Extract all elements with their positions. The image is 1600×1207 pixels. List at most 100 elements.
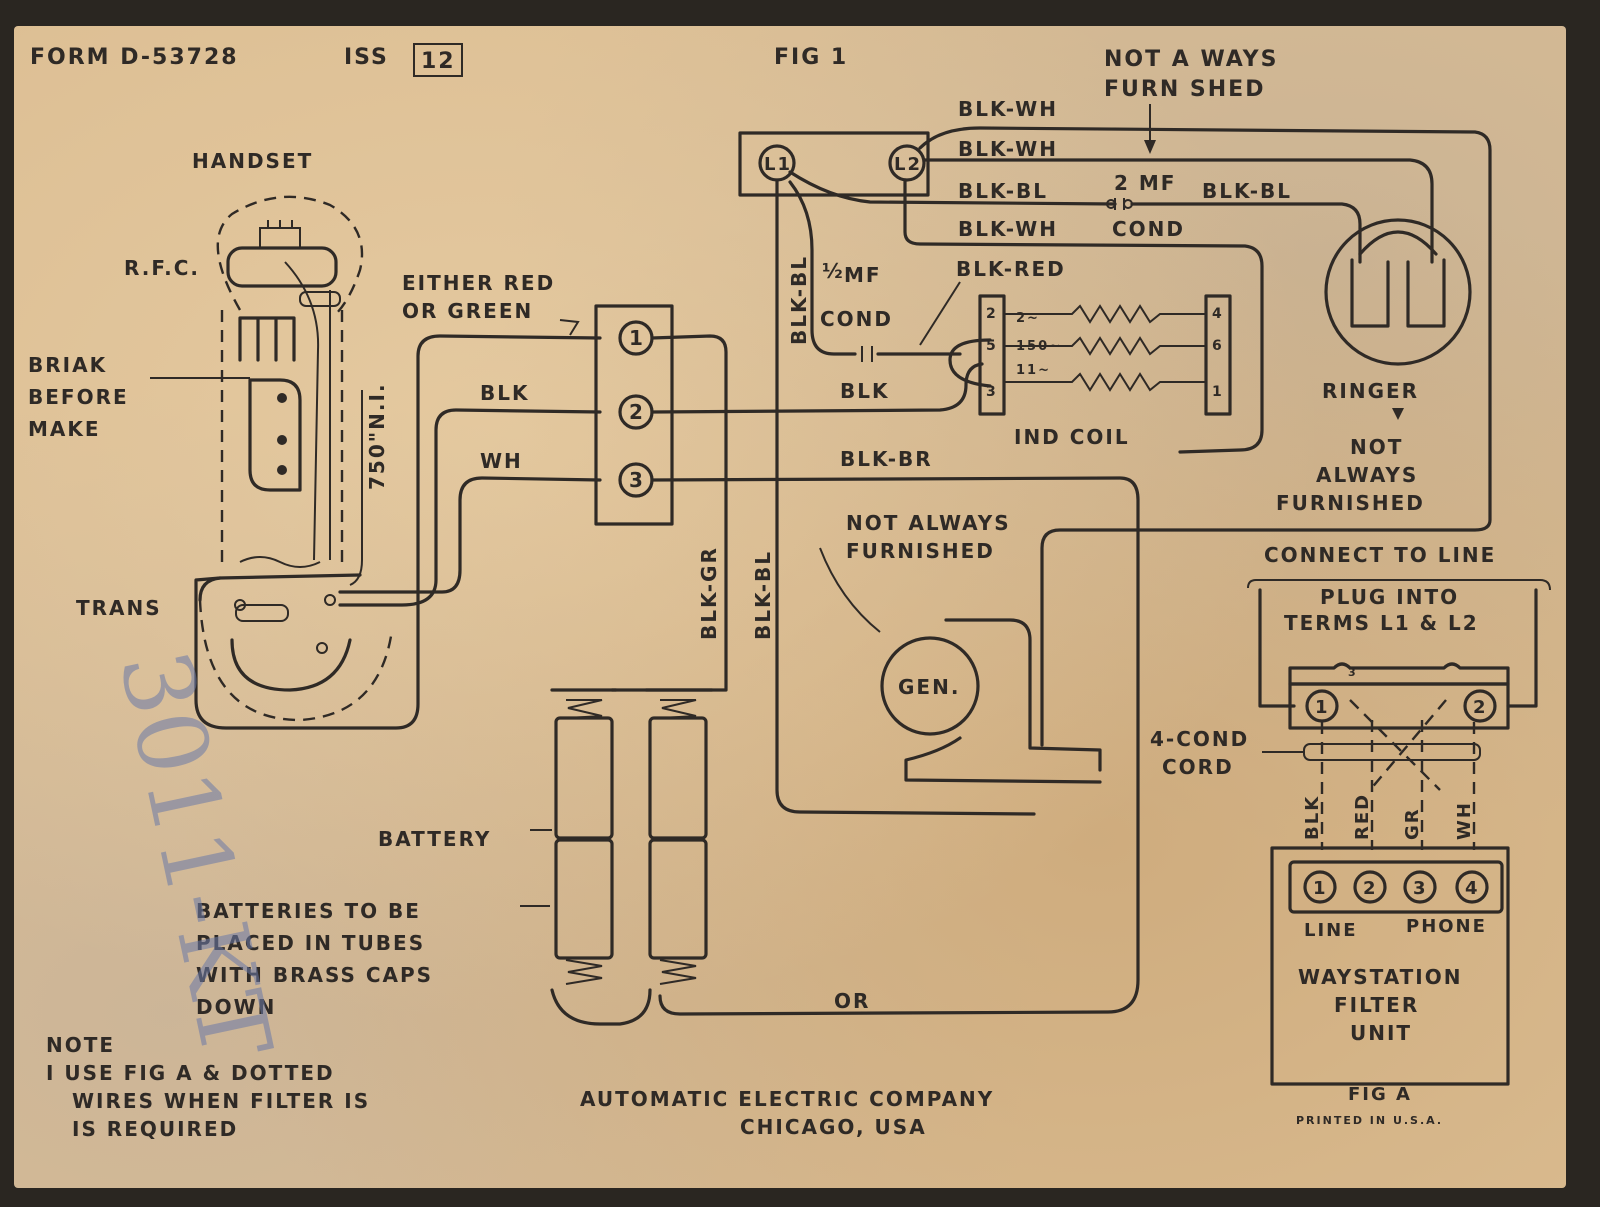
company-city: CHICAGO, USA <box>740 1115 927 1139</box>
terminal-l1-label: L1 <box>764 154 792 175</box>
coil-winding-2 <box>1004 336 1206 356</box>
filter-term-2 <box>1353 870 1387 904</box>
wire-blk-bl-l1 <box>775 178 1036 816</box>
handset-label: HANDSET <box>192 149 313 173</box>
fig-a-wire-red: RED <box>1352 793 1373 840</box>
wire-label-blk: BLK <box>480 381 530 405</box>
gen-note-1: NOT ALWAYS <box>846 511 1011 535</box>
wire-label-blk-wh-2: BLK-WH <box>958 137 1058 161</box>
trans-coil <box>239 556 321 568</box>
ind-coil-right-terminals <box>1204 294 1232 416</box>
wire-label-blk-wh-3: BLK-WH <box>958 217 1058 241</box>
fig-a-cord-2: CORD <box>1162 755 1234 779</box>
half-mf-fraction: ½ <box>822 259 845 283</box>
filter-term-1-label: 1 <box>1313 878 1328 899</box>
filter-term-3-label: 3 <box>1413 878 1428 899</box>
battery-cell-3 <box>648 716 708 840</box>
coil-term-3: 3 <box>986 384 998 400</box>
note-line-3: IS REQUIRED <box>72 1117 238 1141</box>
trans-label: TRANS <box>76 596 162 620</box>
wire-label-blk-bl-2: BLK-BL <box>1202 179 1292 203</box>
filter-term-3 <box>1403 870 1437 904</box>
fig-a-wire-wh: WH <box>1454 801 1475 840</box>
note-line-1: I USE FIG A & DOTTED <box>46 1061 335 1085</box>
break-make-label-3: MAKE <box>28 417 101 441</box>
filter-unit-3: UNIT <box>1350 1021 1412 1045</box>
rfc-label: R.F.C. <box>124 256 200 280</box>
transmitter-element <box>235 604 289 622</box>
wire-label-blk-br: BLK-BR <box>840 447 933 471</box>
cond-2mf-label: 2 MF <box>1114 171 1176 195</box>
not-always-furnished-top-2: FURN SHED <box>1104 77 1265 102</box>
terminal-1-label: 1 <box>629 326 645 350</box>
ringer-note-3: FURNISHED <box>1276 491 1425 515</box>
wire-blk-wh-1 <box>918 126 1492 747</box>
generator-label: GEN. <box>898 675 960 699</box>
coil-winding-3 <box>1004 372 1206 392</box>
fig-a-plug-term-2 <box>1463 689 1497 723</box>
fig-a-connect-label: CONNECT TO LINE <box>1264 543 1496 567</box>
battery-jumper <box>550 988 652 1026</box>
wire-label-or: OR <box>834 989 870 1013</box>
wire-label-blk-bl-vertical-1: BLK-BL <box>751 550 775 640</box>
filter-line-label: LINE <box>1304 920 1358 941</box>
cord-length-label: 750"N.I. <box>365 382 389 490</box>
battery-note-1: BATTERIES TO BE <box>196 899 421 923</box>
ind-coil-label: IND COIL <box>1014 425 1130 449</box>
coil-term-4: 4 <box>1212 306 1224 322</box>
rfc-coil <box>259 220 301 248</box>
either-red-green-pointer <box>559 319 580 336</box>
either-red-green-1: EITHER RED <box>402 271 555 295</box>
wire-label-blk-red: BLK-RED <box>956 257 1066 281</box>
fig-a-plug-1: PLUG INTO <box>1320 585 1459 609</box>
half-mf-cond-label: COND <box>820 307 893 331</box>
waystation-filter-unit <box>1270 846 1510 1086</box>
wire-label-blk-bl-1: BLK-BL <box>958 179 1048 203</box>
terminal-block <box>594 304 674 526</box>
wire-handset-blk <box>338 408 602 607</box>
either-red-green-2: OR GREEN <box>402 299 533 323</box>
ringer-gong-arm <box>1358 230 1438 256</box>
gen-note-2: FURNISHED <box>846 539 995 563</box>
battery-label: BATTERY <box>378 827 491 851</box>
fig-a-plug-top <box>1288 662 1510 686</box>
note-title: NOTE <box>46 1033 115 1057</box>
ind-coil-left-terminals <box>978 294 1006 416</box>
generator <box>880 636 980 736</box>
ringer-coils <box>1350 258 1446 328</box>
ringer-note-2: ALWAYS <box>1316 463 1418 487</box>
wire-half-mf-cond <box>788 180 857 356</box>
coil-term-1: 1 <box>1212 384 1224 400</box>
coil-loop <box>948 338 992 388</box>
filter-term-4 <box>1455 870 1489 904</box>
pointer-arrowhead <box>1144 140 1156 154</box>
issue-box <box>413 43 463 77</box>
half-mf-label: MF <box>844 263 882 287</box>
battery-cell-2 <box>554 838 614 960</box>
receiver-element <box>226 246 338 288</box>
gen-wire-1 <box>944 618 1102 772</box>
terminal-l2-label: L2 <box>894 154 922 175</box>
wire-label-blk-mid: BLK <box>840 379 890 403</box>
figure-title: FIG 1 <box>774 45 848 70</box>
wire-handset-wh <box>338 476 602 594</box>
printed-in-usa: PRINTED IN U.S.A. <box>1296 1114 1443 1127</box>
cord-marker-line <box>349 390 363 586</box>
filter-terminal-strip <box>1288 860 1504 914</box>
gen-pointer <box>819 547 881 633</box>
wire-blk-bl-left <box>788 170 1117 206</box>
battery-cell-4 <box>648 838 708 960</box>
ringer-note-1: NOT <box>1350 435 1403 459</box>
coil-winding-1 <box>1004 304 1206 324</box>
filter-phone-label: PHONE <box>1406 916 1487 937</box>
wire-blk-wh-2 <box>922 158 1434 264</box>
receiver-post <box>299 291 341 307</box>
wiring-diagram-card <box>14 26 1566 1188</box>
fig-a-bracket <box>1247 579 1551 591</box>
ringer-label: RINGER <box>1322 379 1419 403</box>
handset-body-outline <box>220 310 344 570</box>
break-make-label-2: BEFORE <box>28 385 129 409</box>
fig-a-line-leads <box>1258 588 1538 708</box>
issue-number: 12 <box>421 49 456 74</box>
